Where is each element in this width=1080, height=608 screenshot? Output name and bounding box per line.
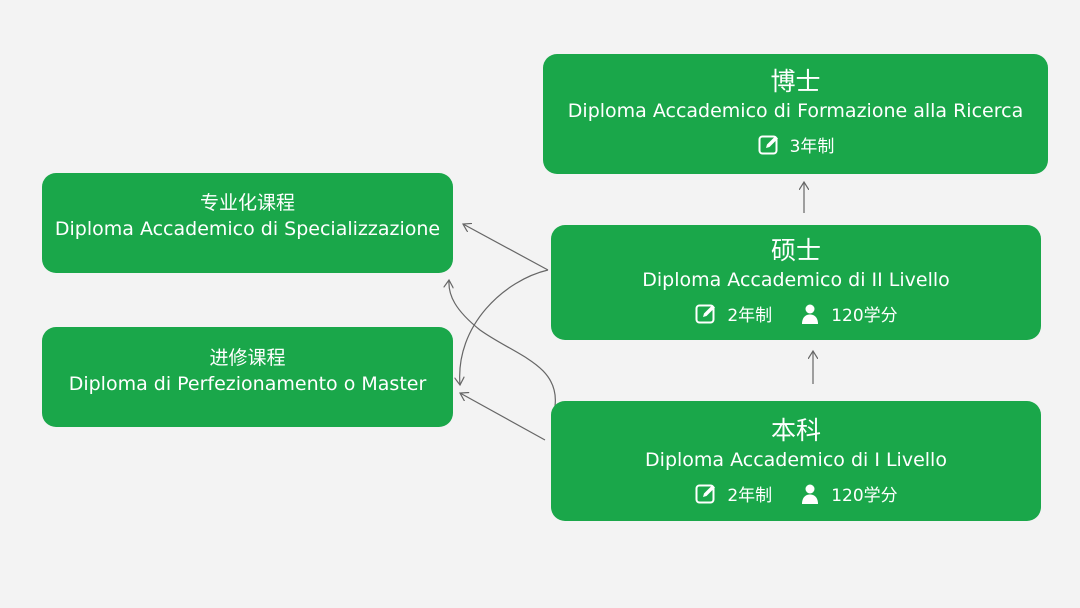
node-masters-duration-label: 2年制 (727, 306, 773, 326)
node-specialization-title-cn: 专业化课程 (199, 192, 295, 214)
node-perfezionamento: 进修课程 Diploma di Perfezionamento o Master (42, 327, 453, 427)
person-icon (802, 304, 819, 324)
node-perfezionamento-title-it: Diploma di Perfezionamento o Master (68, 373, 427, 395)
node-bachelor-credits-label: 120学分 (831, 486, 898, 506)
node-phd-title-cn: 博士 (770, 67, 821, 96)
node-phd-meta: 3年制 (543, 132, 1048, 157)
node-bachelor-duration-label: 2年制 (727, 486, 773, 506)
node-bachelor-duration: 2年制 (694, 481, 772, 506)
node-masters-meta: 2年制 120学分 (551, 301, 1041, 326)
person-icon (802, 484, 819, 504)
node-specialization-title-it: Diploma Accademico di Specializzazione (54, 218, 441, 240)
node-bachelor-credits: 120学分 (798, 481, 898, 506)
arrow-masters-to-specialization (463, 224, 549, 271)
node-bachelor: 本科 Diploma Accademico di I Livello 2年制 1… (551, 401, 1041, 521)
node-phd: 博士 Diploma Accademico di Formazione alla… (543, 54, 1048, 174)
node-phd-duration: 3年制 (757, 132, 835, 157)
node-phd-title-it: Diploma Accademico di Formazione alla Ri… (567, 100, 1024, 122)
node-masters-credits-label: 120学分 (831, 306, 898, 326)
arrow-bachelor-to-specialization (449, 280, 556, 407)
node-masters-title-cn: 硕士 (770, 236, 821, 265)
node-specialization: 专业化课程 Diploma Accademico di Specializzaz… (42, 173, 453, 273)
edit-icon (695, 304, 716, 323)
node-masters: 硕士 Diploma Accademico di II Livello 2年制 … (551, 225, 1041, 340)
node-phd-duration-label: 3年制 (789, 137, 835, 157)
arrow-bachelor-to-perfezionamento (460, 393, 546, 441)
node-masters-credits: 120学分 (798, 301, 898, 326)
node-perfezionamento-title-cn: 进修课程 (209, 347, 286, 369)
arrow-masters-to-perfezionamento (460, 269, 549, 385)
node-bachelor-title-cn: 本科 (770, 416, 821, 445)
edit-icon (758, 135, 778, 154)
edit-icon (695, 484, 716, 503)
node-masters-duration: 2年制 (694, 301, 772, 326)
node-masters-title-it: Diploma Accademico di II Livello (642, 269, 950, 291)
node-bachelor-meta: 2年制 120学分 (551, 481, 1041, 506)
node-bachelor-title-it: Diploma Accademico di I Livello (645, 449, 947, 471)
